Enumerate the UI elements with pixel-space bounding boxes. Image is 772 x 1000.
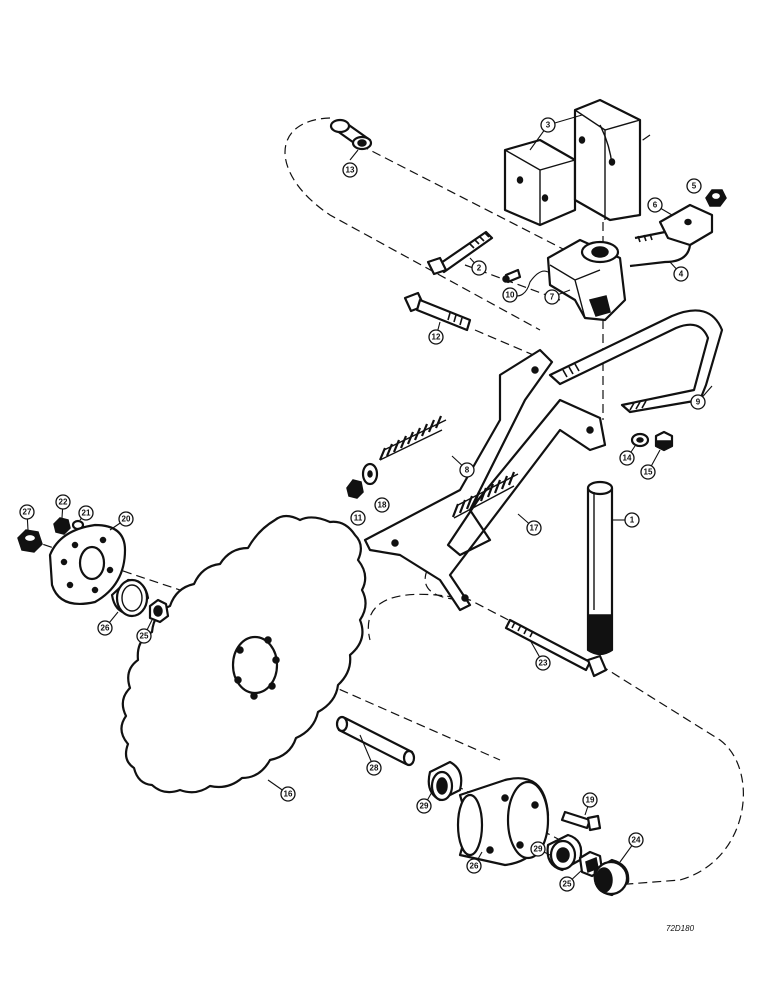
callout-7: 7 (544, 289, 560, 305)
pivot-pin (586, 480, 614, 656)
svg-text:25: 25 (140, 632, 149, 641)
svg-text:18: 18 (378, 501, 387, 510)
callout-2: 2 (471, 260, 487, 276)
svg-text:19: 19 (586, 796, 595, 805)
svg-text:24: 24 (632, 836, 641, 845)
callout-6: 6 (647, 197, 663, 213)
callout-8: 8 (459, 462, 475, 478)
compression-spring-upper (378, 415, 447, 461)
callout-10: 10 (502, 287, 518, 303)
callout-28: 28 (366, 760, 382, 776)
svg-text:6: 6 (653, 201, 658, 210)
drawing-reference: 72D180 (666, 924, 695, 933)
u-bolt-clamp (658, 203, 714, 247)
bearing-cup-inner (427, 760, 463, 802)
main-arm (363, 348, 607, 612)
spring-yoke (548, 309, 724, 414)
spacer-tube (335, 715, 416, 767)
svg-text:15: 15 (644, 468, 653, 477)
svg-text:29: 29 (420, 802, 429, 811)
callout-12: 12 (428, 329, 444, 345)
svg-text:26: 26 (101, 624, 110, 633)
callout-26-secondary: 26 (466, 858, 482, 874)
clamp-block-right (573, 98, 642, 222)
grease-fitting (502, 268, 522, 284)
callout-1: 1 (624, 512, 640, 528)
callout-3: 3 (540, 117, 556, 133)
callout-22: 22 (55, 494, 71, 510)
yoke-washer (630, 432, 650, 448)
callout-19: 19 (582, 792, 598, 808)
callout-27: 27 (19, 504, 35, 520)
svg-text:9: 9 (696, 398, 701, 407)
svg-text:1: 1 (630, 516, 635, 525)
svg-text:27: 27 (23, 508, 32, 517)
callout-11: 11 (350, 510, 366, 526)
svg-text:16: 16 (284, 790, 293, 799)
clamp-block-left (503, 138, 577, 227)
small-nut (53, 517, 71, 535)
svg-text:25: 25 (563, 880, 572, 889)
callout-25: 25 (559, 876, 575, 892)
callout-26: 26 (97, 620, 113, 636)
callout-15: 15 (640, 464, 656, 480)
svg-text:23: 23 (539, 659, 548, 668)
pivot-housing (546, 238, 627, 322)
svg-text:10: 10 (506, 291, 515, 300)
spring-washer (361, 462, 379, 486)
notched-disc (120, 514, 367, 794)
callout-25-secondary: 25 (136, 628, 152, 644)
callout-29: 29 (416, 798, 432, 814)
svg-text:12: 12 (432, 333, 441, 342)
callout-9: 9 (690, 394, 706, 410)
dust-cap (593, 858, 630, 897)
callout-4: 4 (673, 266, 689, 282)
svg-text:13: 13 (346, 166, 355, 175)
callout-23: 23 (535, 655, 551, 671)
callout-14: 14 (619, 450, 635, 466)
cap-nut (17, 529, 43, 553)
svg-text:28: 28 (370, 764, 379, 773)
svg-text:20: 20 (122, 515, 131, 524)
bearing-race-outer (110, 578, 150, 618)
compression-spring-lower (451, 471, 519, 519)
yoke-nut (654, 430, 674, 452)
callout-18: 18 (374, 497, 390, 513)
callout-17: 17 (526, 520, 542, 536)
svg-text:4: 4 (679, 270, 684, 279)
svg-text:29: 29 (534, 845, 543, 854)
svg-text:8: 8 (465, 466, 470, 475)
svg-text:14: 14 (623, 454, 632, 463)
hub-body (456, 777, 550, 867)
hub-flange (48, 523, 127, 606)
bearing-cone-outer (148, 598, 170, 624)
callout-21: 21 (78, 505, 94, 521)
hex-bolt (403, 291, 472, 332)
spring-nut (346, 479, 364, 499)
svg-text:2: 2 (477, 264, 482, 273)
hex-nut-top (705, 189, 727, 207)
callout-20: 20 (118, 511, 134, 527)
svg-text:21: 21 (82, 509, 91, 518)
svg-text:22: 22 (59, 498, 68, 507)
callout-16: 16 (280, 786, 296, 802)
callout-24: 24 (628, 832, 644, 848)
axle-bolt (504, 618, 608, 678)
callout-29-secondary: 29 (530, 841, 546, 857)
svg-text:17: 17 (530, 524, 539, 533)
callout-13: 13 (342, 162, 358, 178)
long-bolt (426, 230, 494, 276)
svg-text:26: 26 (470, 862, 479, 871)
pivot-bushing (329, 118, 373, 151)
svg-text:5: 5 (692, 182, 697, 191)
svg-text:3: 3 (546, 121, 551, 130)
svg-text:11: 11 (354, 514, 363, 523)
bearing-cone-inner (546, 833, 583, 872)
callout-5: 5 (686, 178, 702, 194)
hub-fitting (560, 810, 602, 832)
svg-text:7: 7 (550, 293, 555, 302)
